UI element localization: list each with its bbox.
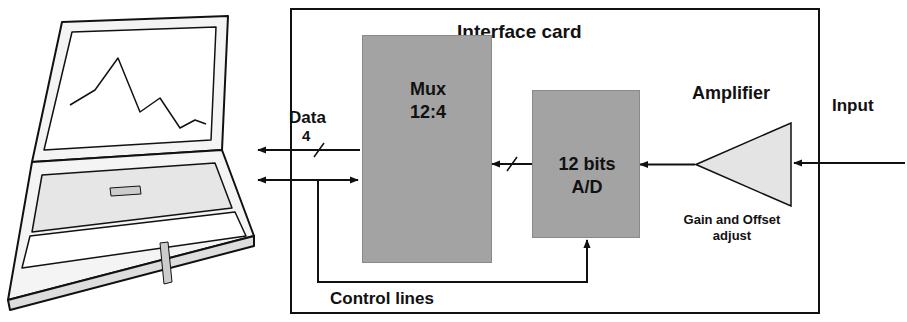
input-wire — [794, 162, 905, 164]
block-label: Mux 12:4 — [402, 78, 454, 123]
amplifier-symbol — [695, 122, 792, 207]
control-wire — [258, 179, 358, 181]
bus-slash — [314, 143, 324, 157]
adjust-note: Gain and Offset adjust — [668, 212, 796, 245]
block-label: 12 bits A/D — [550, 153, 624, 198]
interface-card: Interface cardMux 12:412 bits A/DAmplifi… — [290, 8, 820, 314]
amplifier-label: Amplifier — [692, 82, 770, 105]
amplifier: AmplifierGain and Offset adjust — [657, 82, 807, 249]
bus-slash — [507, 157, 517, 171]
signal-name: Control lines — [330, 289, 434, 309]
bus-name: Data — [289, 108, 326, 128]
signal-connector — [640, 164, 695, 166]
data-bus-wire — [258, 149, 360, 151]
adc-block: 12 bits A/D — [532, 90, 640, 238]
bus-width: 4 — [302, 127, 310, 144]
signal-name: Input — [832, 96, 874, 116]
mux-block: Mux 12:4 — [362, 35, 492, 263]
laptop-illustration — [8, 16, 254, 310]
